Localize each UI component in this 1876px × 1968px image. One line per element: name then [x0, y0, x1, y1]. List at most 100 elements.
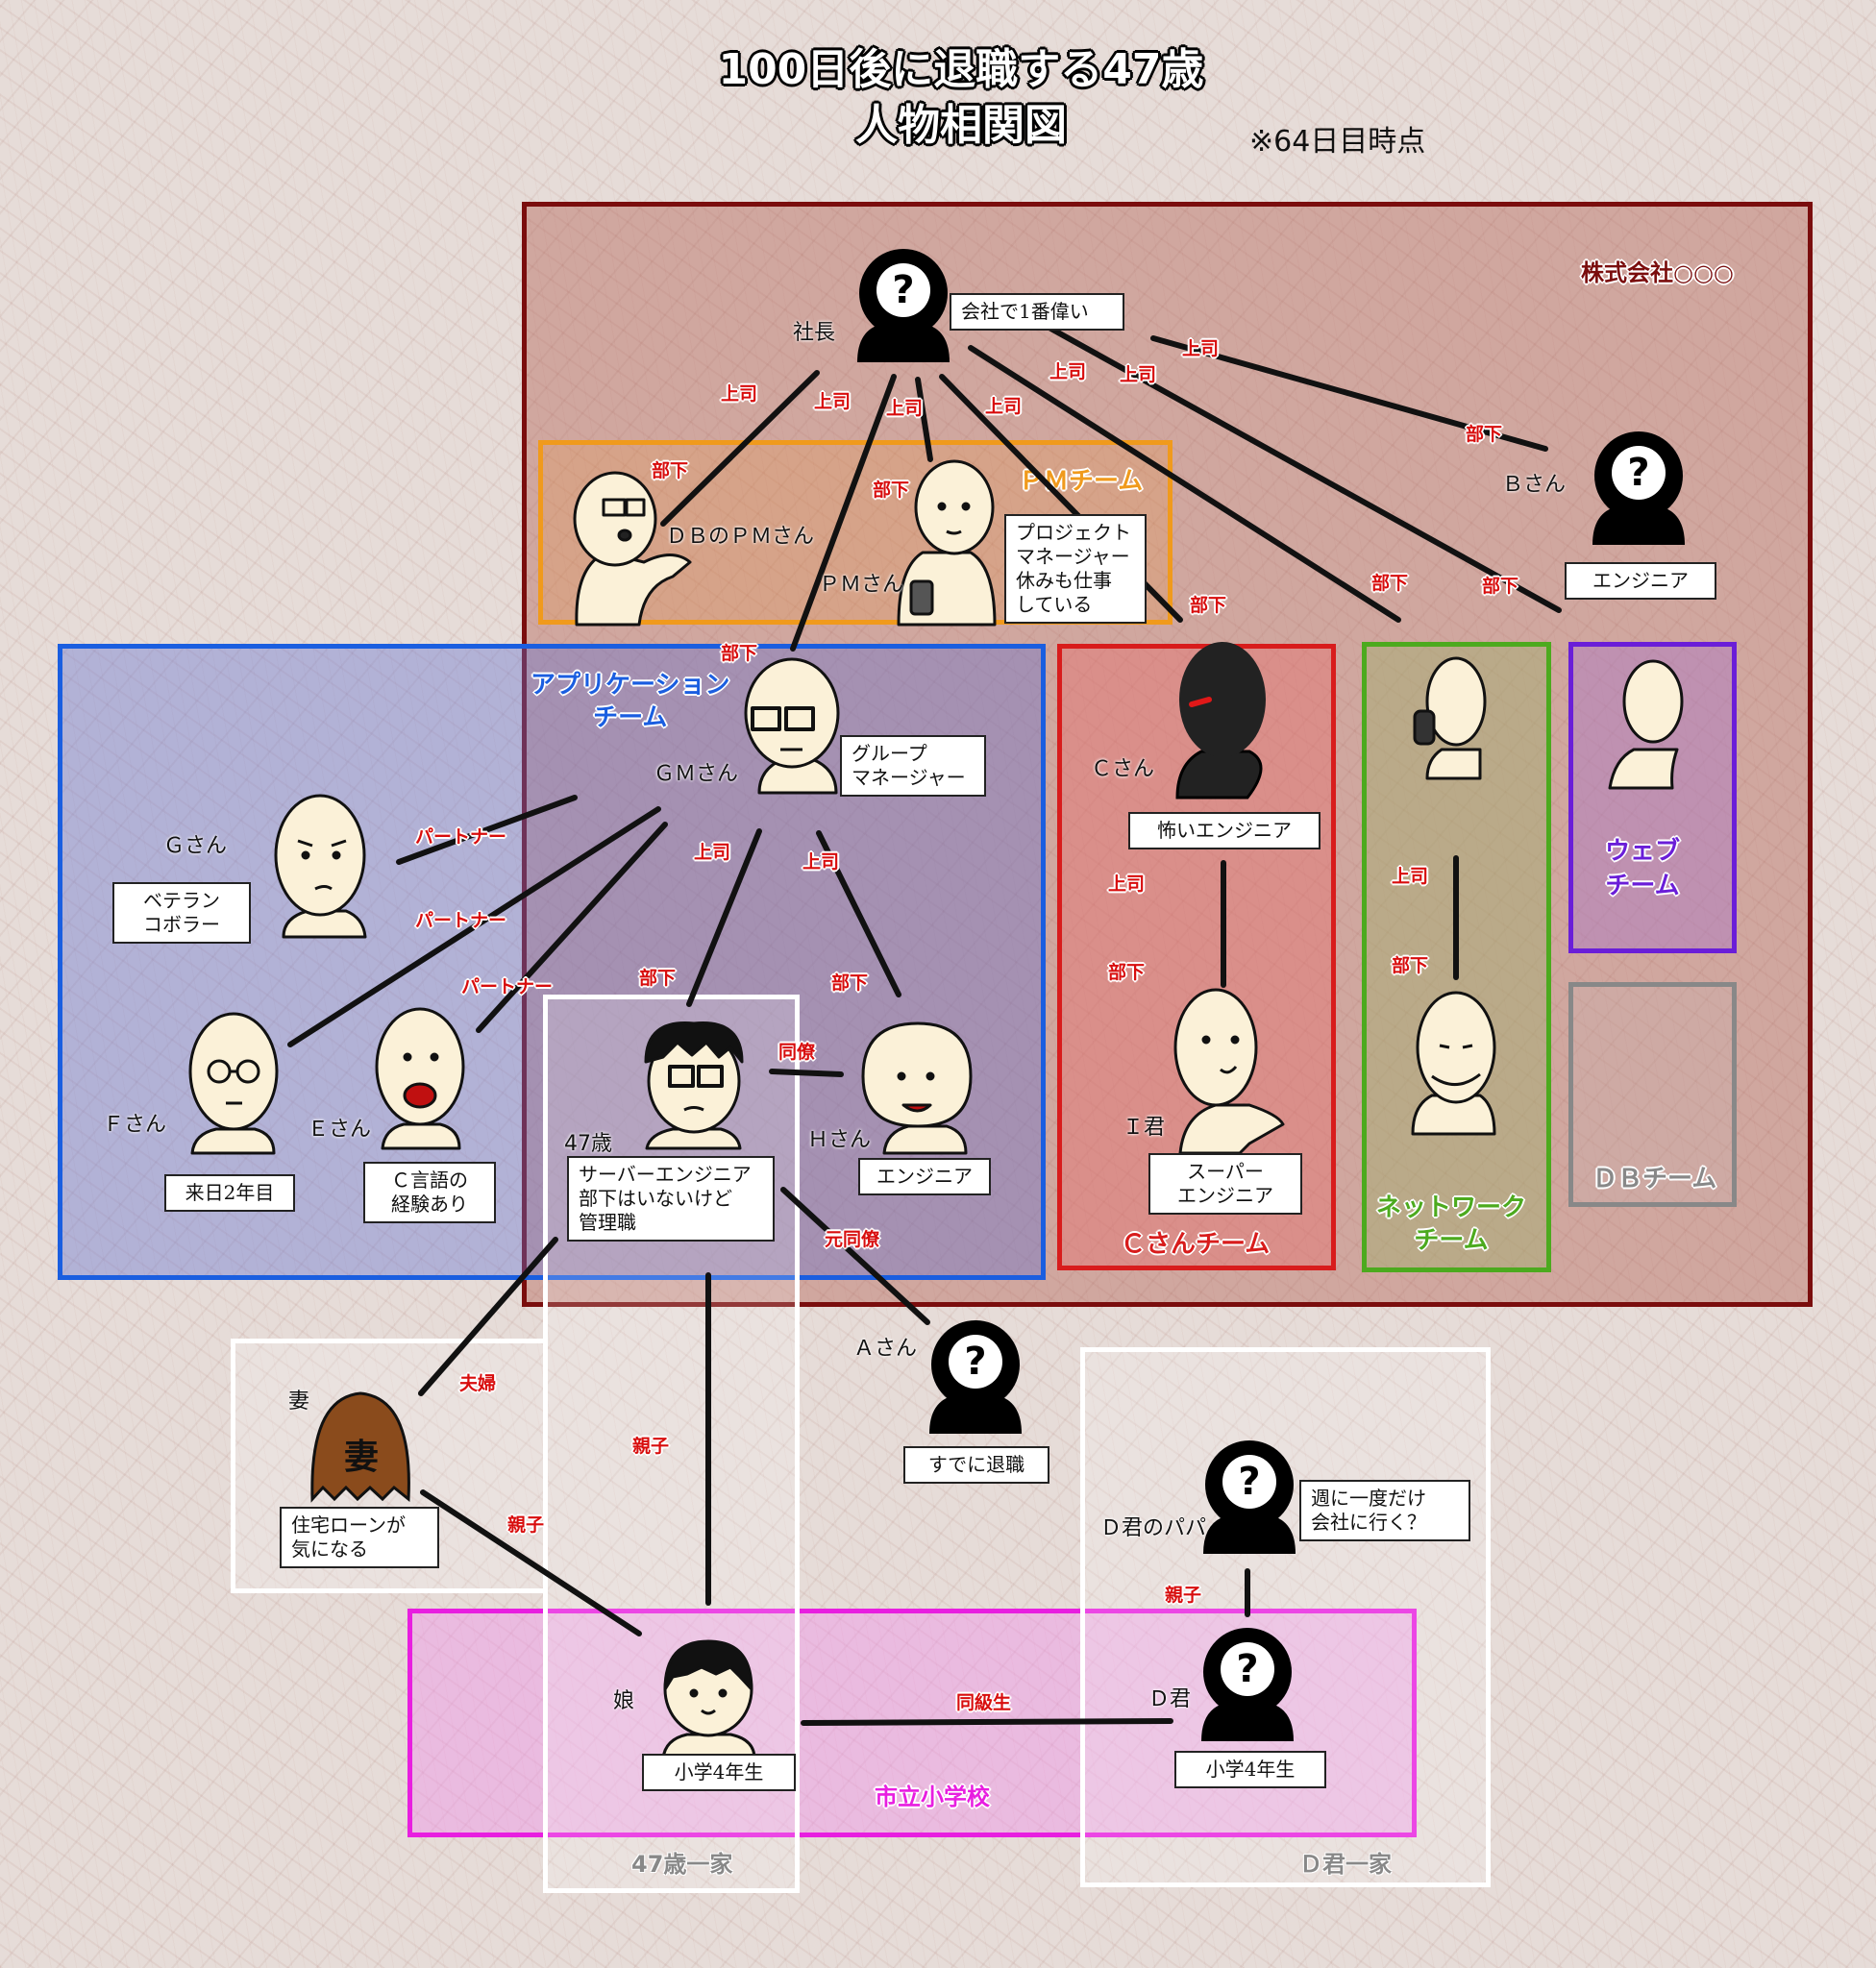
line-president-pm [915, 377, 933, 462]
pm-figure [897, 459, 997, 627]
wife-figure: 妻 [310, 1391, 410, 1503]
c-desc: 怖いエンジニア [1128, 812, 1321, 849]
db-team-label: ＤＢチーム [1592, 1165, 1717, 1193]
rel-buka: 部下 [1392, 955, 1429, 976]
line-president-gm [790, 374, 897, 652]
rel-partner: パートナー [415, 826, 507, 848]
rel-joushi: 上司 [814, 391, 852, 412]
web-team-label: ウェブ チーム [1605, 837, 1681, 900]
line-gm-f [287, 806, 661, 1047]
a-figure: ? [929, 1320, 1022, 1434]
h-figure [861, 1021, 973, 1155]
me-name: 47歳 [564, 1132, 612, 1156]
e-name: Ｅさん [308, 1118, 372, 1142]
web-team-box [1568, 642, 1737, 953]
rel-joushi: 上司 [802, 851, 840, 873]
daughter-name: 娘 [613, 1689, 635, 1713]
d-name: Ｄ君 [1148, 1687, 1192, 1711]
db-team-box [1568, 982, 1737, 1207]
wife-hair-char: 妻 [344, 1437, 379, 1477]
rel-joushi: 上司 [1182, 338, 1220, 359]
family-d-label: Ｄ君一家 [1299, 1851, 1392, 1878]
e-figure [375, 1007, 465, 1150]
family-47-label: 47歳一家 [631, 1851, 733, 1878]
rel-joushi: 上司 [694, 842, 731, 863]
rel-fuufu: 夫婦 [459, 1373, 497, 1394]
unknown-mark: ? [892, 268, 914, 312]
d-papa-desc: 週に一度だけ 会社に行く？ [1299, 1480, 1470, 1541]
pm-team-label: ＰＭチーム [1019, 467, 1144, 496]
title-line-1: 100日後に退職する47歳 [718, 45, 1204, 94]
b-figure: ? [1592, 431, 1685, 545]
d-desc: 小学4年生 [1174, 1751, 1326, 1788]
g-figure [274, 794, 367, 939]
wife-name: 妻 [288, 1390, 310, 1414]
rel-buka: 部下 [652, 460, 689, 481]
rel-oyako: 親子 [632, 1436, 670, 1457]
i-figure [1173, 988, 1285, 1155]
d-papa-name: Ｄ君のパパ [1100, 1516, 1207, 1540]
b-name: Ｂさん [1502, 473, 1567, 497]
line-president-network [968, 345, 1401, 623]
app-team-label: アプリケーション チーム [531, 671, 730, 732]
wife-desc: 住宅ローンが 気になる [280, 1507, 439, 1568]
pm-name: ＰＭさん [819, 573, 904, 597]
president-name: 社長 [793, 321, 836, 345]
rel-buka: 部下 [639, 968, 677, 989]
rel-oyako: 親子 [507, 1514, 545, 1536]
rel-joushi: 上司 [721, 383, 758, 405]
rel-partner: パートナー [415, 910, 507, 931]
rel-joushi: 上司 [985, 396, 1023, 417]
a-name: Ａさん [853, 1337, 918, 1361]
line-me-h [769, 1069, 844, 1077]
president-figure: ? [857, 249, 950, 362]
f-desc: 来日2年目 [164, 1174, 295, 1212]
g-name: Ｇさん [163, 834, 228, 858]
h-desc: エンジニア [858, 1158, 991, 1195]
d-figure: ? [1201, 1628, 1294, 1741]
line-daughter-d [801, 1718, 1173, 1726]
president-desc: 会社で1番偉い [950, 293, 1124, 331]
c-team-label: Ｃさんチーム [1121, 1230, 1271, 1259]
line-president-web [1045, 324, 1562, 613]
web-figure [1608, 659, 1684, 790]
i-name: Ｉ君 [1123, 1116, 1166, 1140]
family-d-box [1080, 1347, 1491, 1887]
line-gm-me [686, 828, 762, 1007]
h-name: Ｈさん [807, 1128, 872, 1152]
rel-joushi: 上司 [1108, 873, 1146, 895]
i-desc: スーパー エンジニア [1148, 1153, 1302, 1215]
db-pm-name: ＤＢのＰＭさん [666, 525, 815, 549]
rel-douryou: 同僚 [778, 1042, 816, 1063]
a-desc: すでに退職 [903, 1446, 1049, 1484]
network-team-box [1362, 642, 1551, 1272]
line-gm-h [816, 830, 901, 997]
rel-buka: 部下 [831, 972, 869, 994]
network-bottom-figure [1411, 991, 1496, 1136]
line-wife-daughter [420, 1489, 642, 1636]
gm-figure [744, 657, 840, 795]
line-president-b [1150, 335, 1548, 452]
c-figure [1175, 642, 1266, 800]
c-name: Ｃさん [1091, 757, 1155, 781]
rel-buka: 部下 [1108, 962, 1146, 983]
network-top-figure [1413, 656, 1487, 780]
db-pm-figure [573, 471, 692, 627]
line-president-dbpm [660, 370, 820, 527]
rel-oyako: 親子 [1165, 1585, 1202, 1606]
company-box [522, 202, 1813, 1307]
rel-doukyuusei: 同級生 [956, 1692, 1012, 1713]
school-label: 市立小学校 [875, 1784, 990, 1810]
unknown-mark: ? [1238, 1460, 1260, 1504]
line-me-a [780, 1187, 930, 1325]
unknown-mark: ? [1236, 1647, 1258, 1691]
pm-desc: プロジェクト マネージャー 休みも仕事 している [1004, 514, 1147, 624]
rel-moto-douryou: 元同僚 [825, 1229, 880, 1250]
f-figure [188, 1012, 279, 1155]
date-note: ※64日目時点 [1249, 125, 1426, 159]
gm-desc: グループ マネージャー [840, 735, 986, 797]
title-line-2: 人物相関図 [855, 101, 1067, 150]
company-label: 株式会社○○○ [1581, 259, 1734, 286]
rel-joushi: 上司 [1392, 866, 1429, 887]
gm-name: ＧＭさん [654, 762, 739, 786]
